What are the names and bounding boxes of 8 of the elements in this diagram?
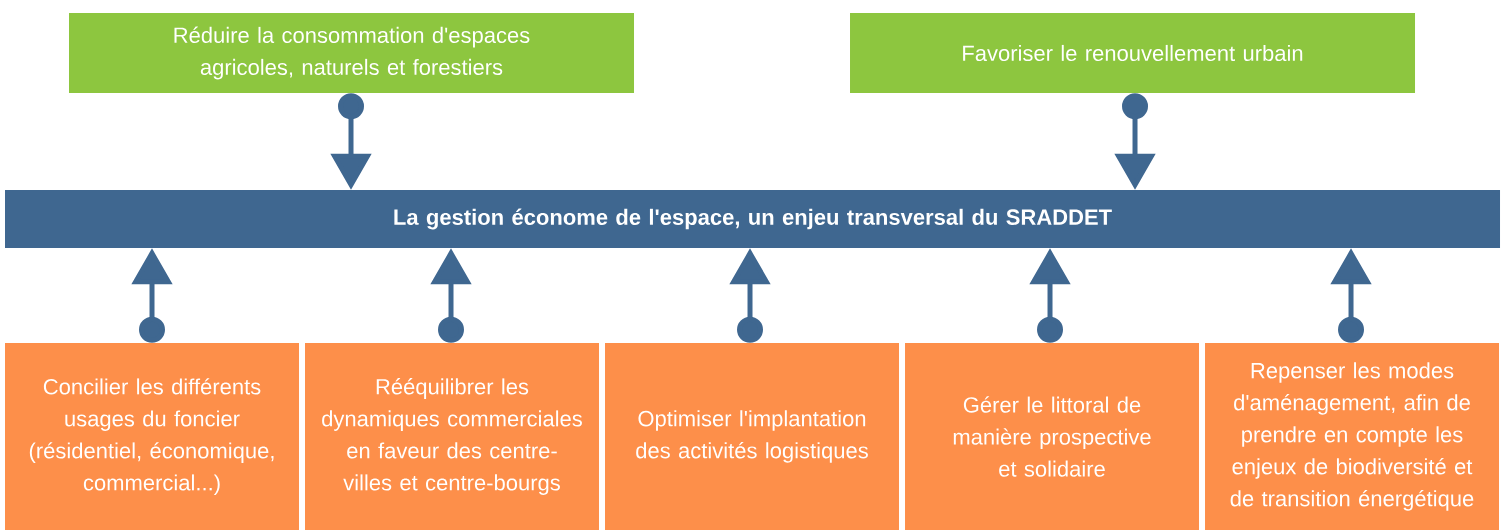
action-box: Concilier les différents usages du foncier (résidentiel, économique, commercial...) (5, 343, 299, 530)
action-box: Optimiser l'implantation des activités logistiques (605, 343, 899, 530)
title-band: La gestion économe de l'espace, un enjeu transversal du SRADDET (5, 190, 1500, 248)
action-box: Repenser les modes d'aménagement, afin de prendre en compte les enjeux de biodiversité et de transition énergétique (1205, 343, 1499, 530)
action-box: Gérer le littoral de manière prospective et solidaire (905, 343, 1199, 530)
goal-box: Réduire la consommation d'espaces agricoles, naturels et forestiers (69, 13, 634, 93)
action-box: Rééquilibrer les dynamiques commerciales en faveur des centre-villes et centre-bourgs (305, 343, 599, 530)
goal-box: Favoriser le renouvellement urbain (850, 13, 1415, 93)
